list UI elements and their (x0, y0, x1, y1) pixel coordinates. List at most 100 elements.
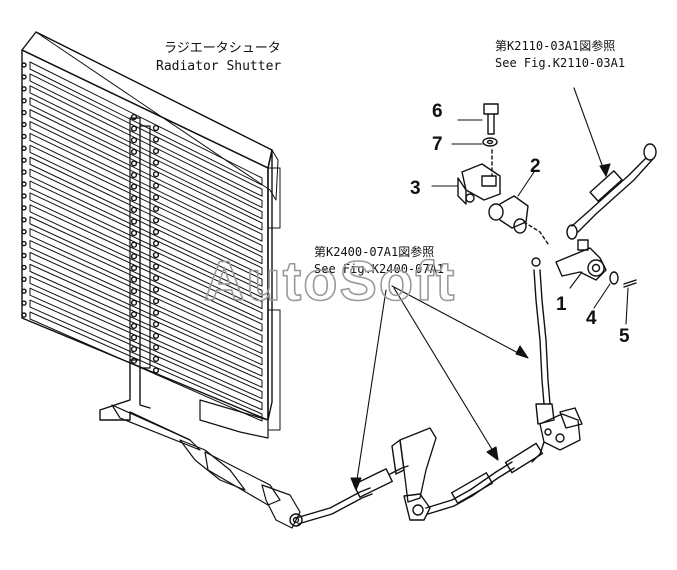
reference-2-jp: 第K2400-07A1図参照 (314, 244, 434, 259)
watermark: AutoSoft (204, 249, 456, 312)
louvre-pivot-bolt (152, 159, 160, 166)
louvre-pivot-bolt (152, 228, 160, 236)
shutter-louvre (29, 287, 263, 400)
frame-rivet (21, 145, 27, 152)
part-1-lever (555, 239, 607, 281)
reference-1-en: See Fig.K2110-03A1 (495, 56, 625, 70)
callout-6: 6 (432, 101, 443, 122)
frame-rivet (21, 109, 27, 116)
reference-2-en: See Fig.K2400-07A1 (314, 262, 444, 276)
frame-rivet (21, 276, 27, 282)
louvre-pivot-bolt (130, 322, 138, 330)
louvre-pivot-bolt (130, 183, 138, 190)
shutter-louvre (29, 251, 263, 366)
louvre-pivot-bolt (152, 205, 160, 212)
frame-rivet (21, 169, 27, 175)
callout-1: 1 (556, 294, 567, 315)
shutter-louvre (29, 192, 263, 310)
frame-rivet (21, 133, 27, 140)
title-jp: ラジエータシュータ (164, 41, 281, 56)
title-en: Radiator Shutter (156, 59, 281, 74)
frame-rivet (21, 205, 27, 211)
louvre-pivot-bolt (130, 171, 138, 179)
upper-adjust-link (566, 143, 657, 240)
louvre-pivot-bolt (152, 321, 160, 328)
louvre-pivot-bolt (130, 346, 138, 353)
frame-rivet (21, 312, 27, 318)
center-bellcrank (391, 427, 544, 521)
shutter-louvre (29, 263, 263, 377)
louvre-pivot-bolt (152, 217, 160, 224)
shutter-louvre (29, 275, 263, 388)
louvre-pivot-bolt (130, 148, 138, 155)
shutter-louvre (29, 180, 263, 298)
frame-rivet (21, 157, 27, 163)
shutter-louvre (29, 121, 263, 242)
louvre-pivot-bolt (130, 334, 138, 341)
vertical-rod-and-bracket (531, 257, 583, 463)
louvre-pivot-bolt (152, 332, 160, 339)
louvre-pivot-bolt (130, 253, 138, 260)
louvre-pivot-bolt (152, 367, 160, 374)
louvre-pivot-bolt (152, 344, 160, 351)
shutter-louvre (29, 216, 263, 332)
shutter-louvre (29, 61, 263, 186)
louvre-pivot-bolt (130, 113, 138, 121)
louvre-pivot-bolt (152, 124, 160, 132)
part-5-pin (623, 279, 637, 288)
louvre-pivot-bolt (152, 275, 160, 282)
frame-rivet (21, 121, 27, 128)
shutter-louvre (29, 97, 263, 220)
shutter-louvres (21, 61, 263, 422)
louvre-pivot-bolt (152, 148, 160, 155)
frame-rivet (21, 86, 27, 92)
callout-2: 2 (530, 156, 541, 177)
shutter-louvre (29, 109, 263, 231)
louvre-pivot-bolt (130, 288, 138, 295)
shutter-louvre (29, 73, 263, 197)
louvre-pivot-bolt (130, 195, 138, 202)
shutter-louvre (29, 299, 263, 411)
frame-rivet (21, 252, 27, 259)
part-6-bolt (483, 103, 499, 135)
louvre-pivot-bolt (130, 264, 138, 272)
frame-rivet (21, 288, 27, 294)
shutter-louvre (29, 85, 263, 208)
reference-1-jp: 第K2110-03A1図参照 (495, 38, 615, 53)
shutter-louvre (29, 132, 263, 253)
part-2-bushings (488, 195, 549, 245)
louvre-pivot-bolt (130, 311, 138, 318)
louvre-pivot-bolt (152, 136, 160, 143)
louvre-pivot-bolt (152, 355, 160, 363)
arrow-head-upper (599, 163, 611, 177)
louvre-pivot-bolt (130, 357, 138, 364)
part-3-bracket (457, 149, 501, 205)
frame-rivet (21, 193, 27, 199)
louvre-pivot-bolt (152, 240, 160, 247)
arrow-head-center (486, 446, 499, 461)
louvre-pivot-bolt (152, 309, 160, 316)
louvre-pivot-bolt (152, 194, 160, 201)
frame-rivet (21, 264, 27, 271)
louvre-pivot-bolt (130, 160, 138, 167)
shutter-louvre (29, 204, 263, 321)
frame-rivet (21, 240, 27, 247)
lower-shutter-linkage (99, 359, 409, 529)
louvre-pivot-bolt (152, 182, 160, 189)
louvre-pivot-bolt (152, 298, 160, 305)
louvre-pivot-bolt (130, 137, 138, 144)
shutter-louvre (29, 240, 263, 355)
louvre-pivot-bolt (130, 230, 138, 237)
louvre-pivot-bolt (152, 286, 160, 293)
callout-4: 4 (586, 308, 597, 329)
arrow-head-left (350, 477, 362, 491)
frame-rivet (21, 217, 27, 223)
louvre-pivot-bolt (130, 125, 138, 132)
shutter-louvre (29, 144, 263, 265)
callout-5: 5 (619, 326, 630, 347)
louvre-pivot-bolt (152, 251, 160, 259)
part-7-washer (482, 137, 498, 147)
radiator-shutter-assembly (21, 31, 281, 439)
callout-7: 7 (432, 134, 443, 155)
